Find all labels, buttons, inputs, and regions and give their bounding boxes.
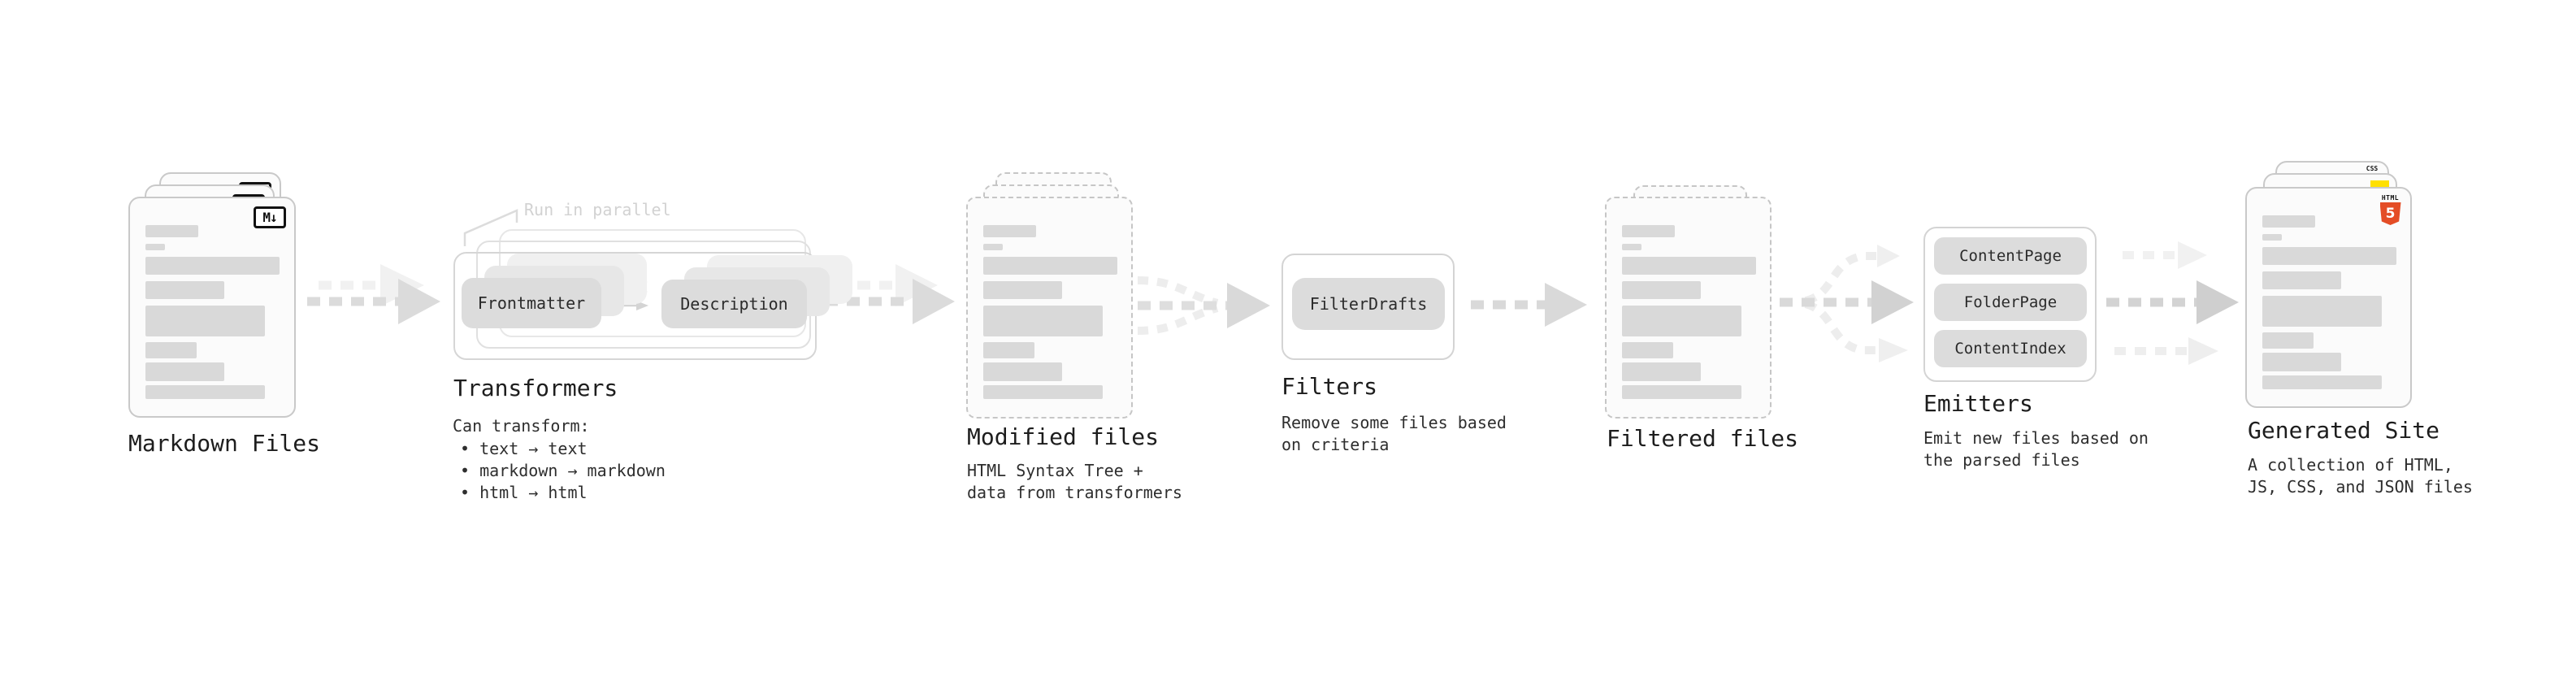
transformers-bullet: • markdown → markdown <box>460 461 666 480</box>
placeholder-line <box>145 306 265 336</box>
emitters-desc: the parsed files <box>1923 450 2080 470</box>
placeholder-line <box>2262 332 2314 349</box>
filters-title: Filters <box>1281 373 1378 400</box>
filtered-file-card-front <box>1605 197 1772 419</box>
markdown-icon: M↓ <box>254 206 286 228</box>
generated-site-title: Generated Site <box>2248 417 2440 444</box>
contentindex-chip: ContentIndex <box>1934 330 2087 367</box>
placeholder-line <box>145 281 224 299</box>
modified-files-title: Modified files <box>967 423 1160 450</box>
placeholder-line <box>2262 247 2396 265</box>
html5-icon-label: HTML <box>2381 194 2400 202</box>
frontmatter-chip: Frontmatter <box>462 278 601 328</box>
description-chip: Description <box>661 280 807 328</box>
placeholder-line <box>1622 342 1673 358</box>
emitters-title: Emitters <box>1923 390 2033 417</box>
filtered-files-title: Filtered files <box>1607 425 1799 452</box>
contentpage-chip: ContentPage <box>1934 237 2087 275</box>
placeholder-line <box>2262 234 2282 241</box>
transformers-title: Transformers <box>453 375 618 401</box>
placeholder-line <box>983 385 1103 399</box>
placeholder-line <box>2262 375 2382 389</box>
filters-desc: Remove some files based <box>1281 413 1507 432</box>
placeholder-line <box>983 225 1036 237</box>
placeholder-line <box>145 244 165 250</box>
placeholder-line <box>2262 296 2382 327</box>
placeholder-line <box>1622 281 1701 299</box>
placeholder-line <box>983 281 1062 299</box>
generated-site-desc: JS, CSS, and JSON files <box>2248 477 2473 497</box>
placeholder-line <box>1622 306 1741 336</box>
document-placeholder-lines <box>968 198 1131 417</box>
modified-files-desc: HTML Syntax Tree + <box>967 461 1143 480</box>
document-placeholder-lines <box>1607 198 1770 417</box>
modified-file-card-front <box>966 197 1133 419</box>
js-badge <box>2370 180 2389 189</box>
placeholder-line <box>983 362 1062 381</box>
placeholder-line <box>145 225 198 237</box>
folderpage-chip: FolderPage <box>1934 284 2087 321</box>
arrow-markdown-to-transformers <box>307 264 440 324</box>
placeholder-line <box>1622 225 1675 237</box>
placeholder-line <box>2262 215 2315 228</box>
html5-shield: 5 <box>2379 202 2401 225</box>
generated-file-card-front: HTML 5 <box>2245 187 2412 408</box>
placeholder-line <box>145 362 224 381</box>
filterdrafts-chip: FilterDrafts <box>1292 278 1445 330</box>
run-in-parallel-annotation: Run in parallel <box>524 200 671 219</box>
placeholder-line <box>983 306 1103 336</box>
document-placeholder-lines <box>2247 189 2410 406</box>
arrow-modified-to-filters <box>1137 276 1270 335</box>
placeholder-line <box>145 342 197 358</box>
filters-desc: on criteria <box>1281 435 1390 454</box>
placeholder-line <box>1622 362 1701 381</box>
placeholder-line <box>145 385 265 399</box>
placeholder-line <box>983 257 1117 275</box>
html5-icon: HTML 5 <box>2379 194 2401 225</box>
placeholder-line <box>1622 244 1641 250</box>
placeholder-line <box>983 244 1003 250</box>
arrow-emitters-to-generated <box>2106 241 2239 365</box>
placeholder-line <box>1622 385 1741 399</box>
markdown-files-title: Markdown Files <box>128 430 321 457</box>
generated-site-desc: A collection of HTML, <box>2248 455 2453 475</box>
markdown-file-card-front: M↓ <box>128 197 296 418</box>
placeholder-line <box>2262 271 2341 289</box>
modified-files-desc: data from transformers <box>967 483 1182 502</box>
document-placeholder-lines <box>130 198 294 416</box>
arrow-filters-to-filtered <box>1471 283 1587 327</box>
html5-five: 5 <box>2385 206 2396 222</box>
emitters-desc: Emit new files based on <box>1923 428 2149 448</box>
transformers-bullet: • text → text <box>460 439 588 458</box>
transformers-note: Can transform: <box>453 416 590 436</box>
transformers-bullet: • html → html <box>460 483 588 502</box>
css-badge-label: CSS <box>2366 165 2379 172</box>
placeholder-line <box>2262 353 2341 371</box>
placeholder-line <box>983 342 1034 358</box>
placeholder-line <box>145 257 280 275</box>
placeholder-line <box>1622 257 1756 275</box>
arrow-filtered-to-emitters <box>1780 245 1914 362</box>
